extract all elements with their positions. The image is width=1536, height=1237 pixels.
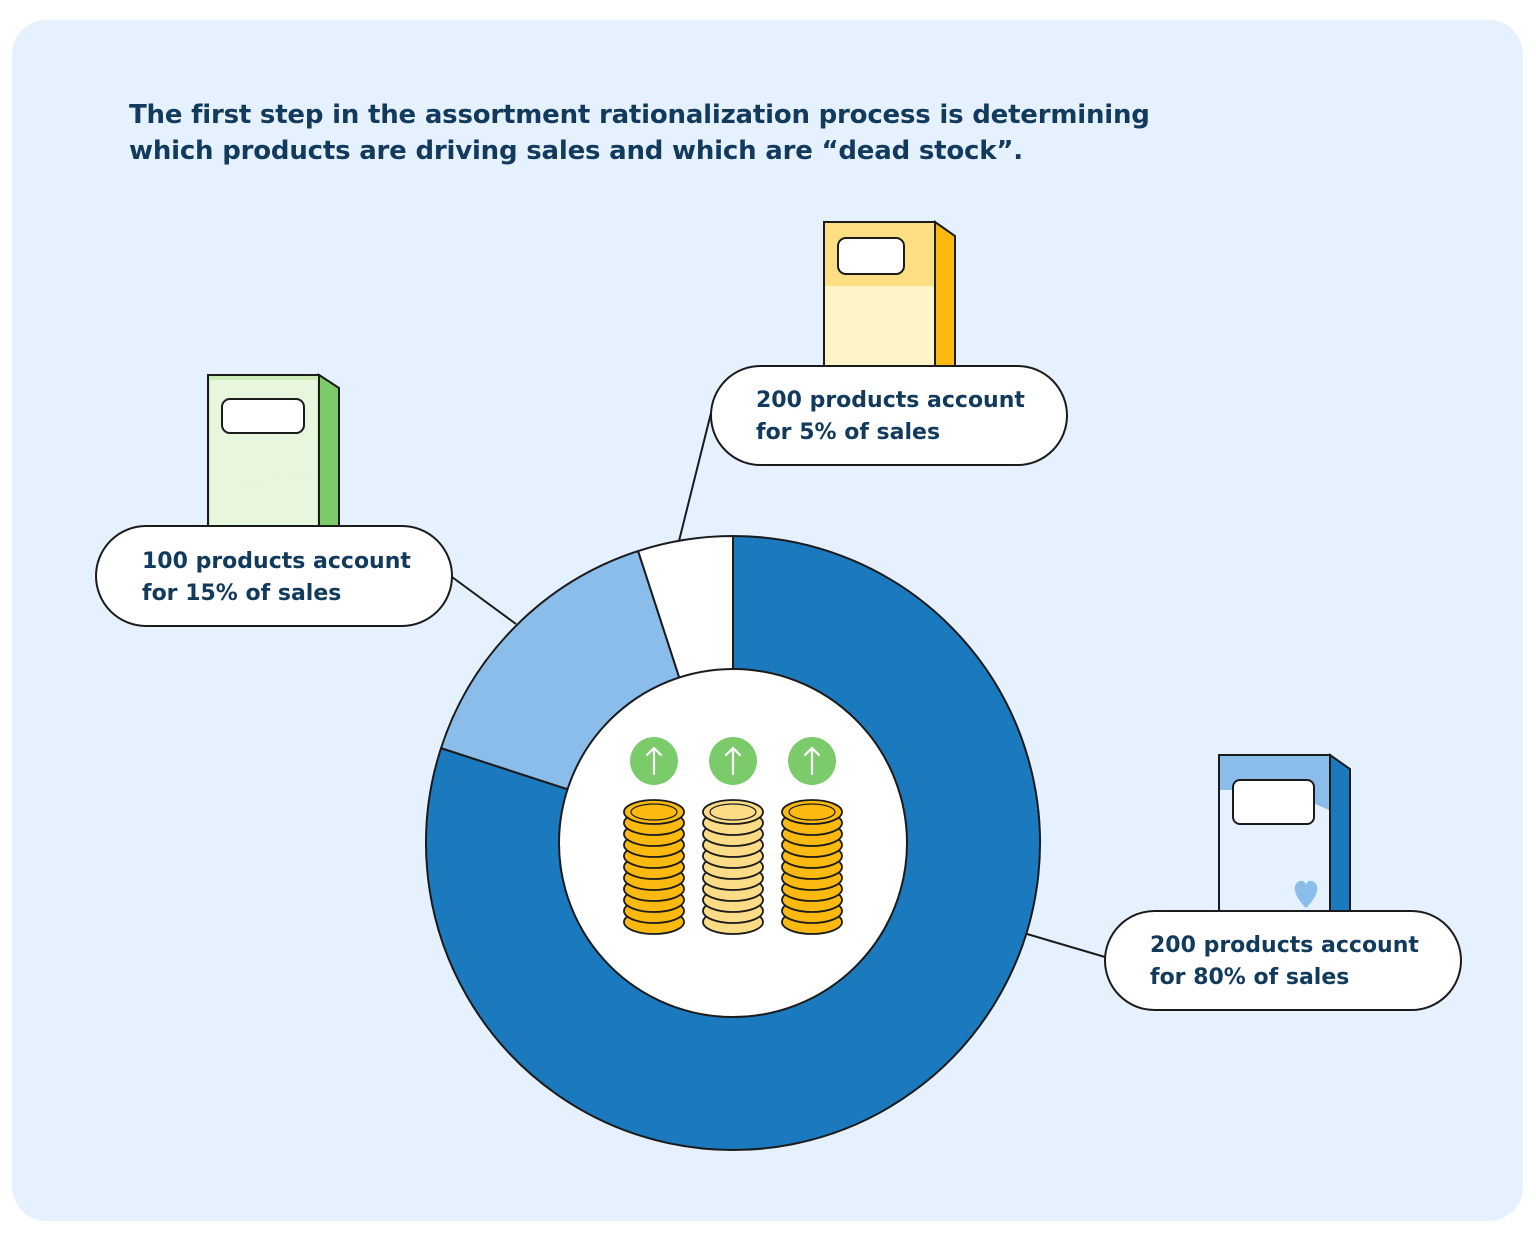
- coin-stack-icon: [781, 799, 843, 935]
- yellow-box-icon: [823, 220, 956, 367]
- callout-80-line2: for 80% of sales: [1150, 965, 1349, 990]
- leader-line-80: [1026, 933, 1106, 958]
- leader-line-5: [678, 412, 712, 542]
- assortment-donut-chart: 100 products account for 15% of sales 20…: [12, 20, 1523, 1221]
- callout-15-line1: 100 products account: [142, 549, 411, 574]
- up-arrow-icon: [788, 737, 836, 785]
- callout-5-line2: for 5% of sales: [756, 420, 940, 445]
- callout-5-line1: 200 products account: [756, 388, 1025, 413]
- up-arrow-icon: [709, 737, 757, 785]
- callout-15-line2: for 15% of sales: [142, 581, 341, 606]
- blue-box-icon: [1218, 753, 1351, 912]
- coin-stack-icon: [702, 799, 764, 935]
- headline: The first step in the assortment rationa…: [129, 97, 1229, 169]
- leader-line-15: [451, 576, 517, 625]
- up-arrow-icon: [630, 737, 678, 785]
- green-box-icon: [207, 373, 340, 528]
- callout-80-line1: 200 products account: [1150, 933, 1419, 958]
- coin-stacks-graphic: [623, 737, 843, 935]
- heart-icon: [1294, 880, 1318, 908]
- headline-line-1: The first step in the assortment rationa…: [129, 100, 1150, 130]
- infographic-card: 100 products account for 15% of sales 20…: [12, 20, 1523, 1221]
- coin-stack-icon: [623, 799, 685, 935]
- headline-line-2: which products are driving sales and whi…: [129, 136, 1023, 166]
- callout-5: 200 products account for 5% of sales: [710, 365, 1068, 466]
- callout-80: 200 products account for 80% of sales: [1104, 910, 1462, 1011]
- callout-15: 100 products account for 15% of sales: [95, 525, 453, 627]
